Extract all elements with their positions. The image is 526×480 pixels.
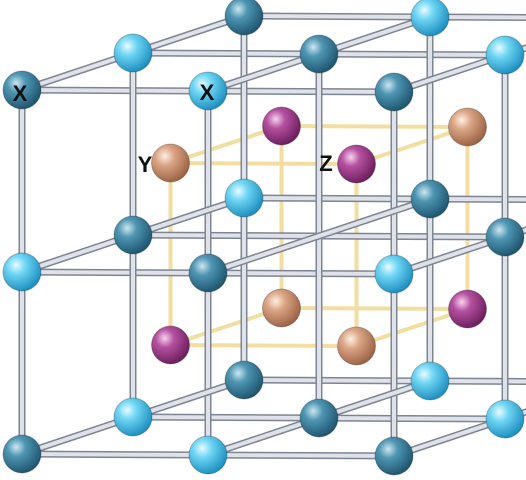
atom-label-x-front-left: X — [13, 81, 28, 106]
lattice-atom-dark-blue — [485, 217, 525, 257]
lattice-atom-tan — [448, 107, 487, 147]
inner-bond — [168, 161, 359, 166]
lattice-atom-light-blue — [485, 35, 525, 75]
lattice-atom-dark-blue — [299, 398, 339, 438]
lattice-atom-dark-blue — [299, 34, 339, 74]
lattice-atom-purple — [448, 289, 487, 329]
lattice-atom-light-blue — [113, 397, 153, 437]
inner-bond — [168, 343, 359, 348]
lattice-atom-light-blue — [188, 435, 228, 475]
inner-bond-lines — [168, 124, 470, 348]
lattice-atom-dark-blue — [374, 72, 414, 112]
lattice-atom-tan — [337, 326, 376, 366]
lattice-atom-light-blue — [485, 399, 525, 439]
lattice-atom-light-blue — [188, 71, 228, 111]
inner-bond — [168, 124, 284, 165]
lattice-atom-purple — [337, 144, 376, 184]
lattice-atom-purple — [262, 106, 301, 146]
atom-label-z: Z — [319, 151, 332, 176]
rod-z — [206, 197, 432, 275]
lattice-atom-light-blue — [113, 33, 153, 73]
lattice-atom-dark-blue — [410, 179, 450, 219]
lattice-atom-dark-blue — [224, 360, 264, 400]
lattice-atom-dark-blue — [2, 434, 42, 474]
lattice-atom-dark-blue — [188, 253, 228, 293]
lattice-atom-dark-blue — [113, 215, 153, 255]
lattice-atom-purple — [151, 325, 190, 365]
lattice-atom-dark-blue — [2, 70, 42, 110]
lattice-atom-light-blue — [410, 0, 450, 37]
inner-bond — [279, 306, 470, 311]
lattice-atom-light-blue — [2, 252, 42, 292]
inner-bond — [279, 124, 470, 129]
atom-label-y: Y — [138, 152, 153, 177]
atom-label-x-front-middle: X — [200, 80, 215, 105]
inner-bond — [354, 125, 470, 166]
lattice-atom-tan — [151, 143, 190, 183]
lattice-rods — [18, 12, 526, 460]
lattice-atom-light-blue — [374, 254, 414, 294]
rod-x — [242, 196, 526, 202]
inner-bond — [354, 307, 470, 348]
lattice-atom-light-blue — [410, 361, 450, 401]
rod-x — [242, 14, 526, 20]
lattice-atom-tan — [262, 288, 301, 328]
inner-bond — [168, 306, 284, 347]
lattice-atom-dark-blue — [224, 0, 264, 36]
rod-x — [242, 378, 526, 384]
lattice-atom-dark-blue — [374, 436, 414, 476]
lattice-atom-light-blue — [224, 178, 264, 218]
